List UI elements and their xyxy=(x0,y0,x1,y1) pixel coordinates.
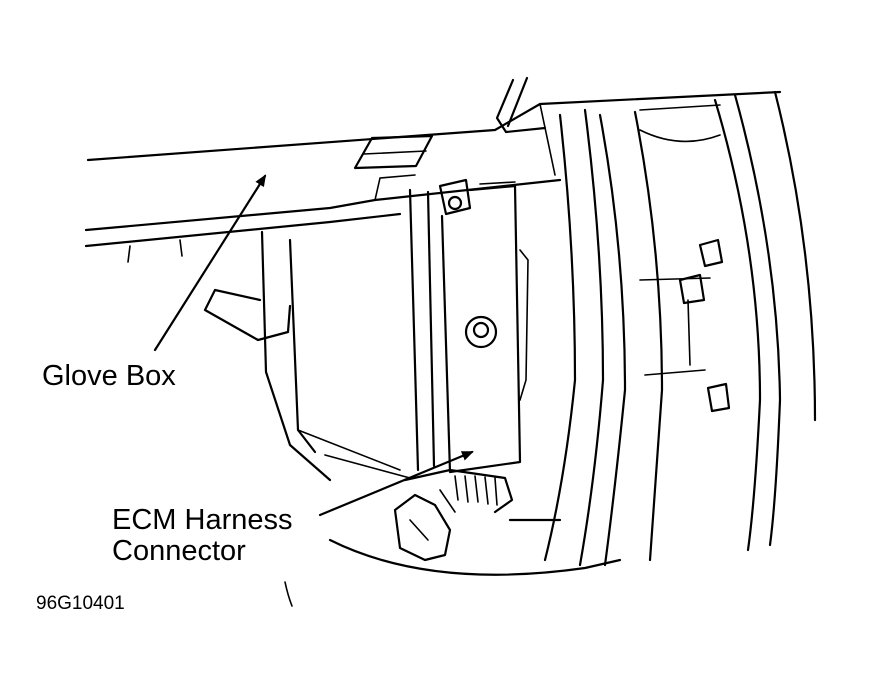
console-pillar xyxy=(543,90,817,567)
ecm-connector-arrow xyxy=(318,450,474,517)
harness-connector xyxy=(393,468,514,562)
lower-dash xyxy=(284,518,622,607)
ecm-module xyxy=(408,178,529,474)
dashboard-panel xyxy=(84,76,782,248)
glove-box-label: Glove Box xyxy=(42,360,176,392)
glove-box-arrow xyxy=(153,174,267,352)
knobs xyxy=(678,238,731,413)
vent-slot xyxy=(353,134,434,170)
ecm-harness-connector-label: ECM Harness Connector xyxy=(112,504,293,568)
ecm-label-line1: ECM Harness xyxy=(112,504,293,536)
figure-code-label: 96G10401 xyxy=(36,593,125,614)
ecm-label-line2: Connector xyxy=(112,535,246,568)
leader-arrows xyxy=(153,174,474,517)
glove-box-opening xyxy=(127,230,411,482)
